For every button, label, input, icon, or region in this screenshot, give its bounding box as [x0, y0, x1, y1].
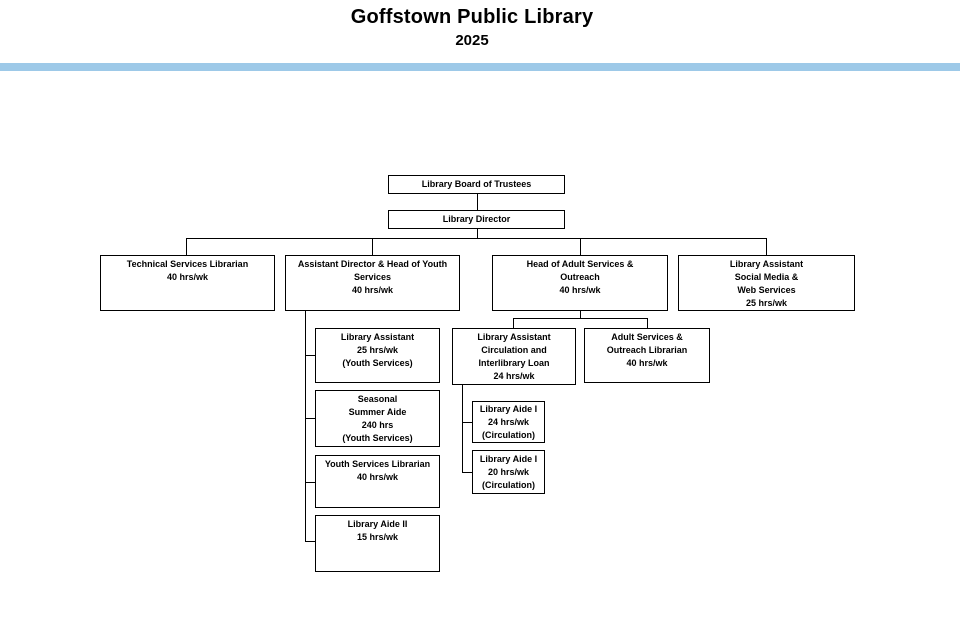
org-box-library-director: Library Director	[388, 210, 565, 229]
connector-line	[186, 238, 187, 255]
org-box-hours: 240 hrs	[361, 420, 394, 430]
connector-line	[305, 418, 315, 419]
org-box-library-aide-i-20: Library Aide I 20 hrs/wk (Circulation)	[472, 450, 545, 494]
connector-line	[477, 193, 478, 210]
org-box-label: Library Director	[442, 214, 511, 224]
org-box-label: (Circulation)	[482, 480, 535, 490]
org-box-seasonal-summer-aide: Seasonal Summer Aide 240 hrs (Youth Serv…	[315, 390, 440, 447]
org-box-library-assistant-youth-services: Library Assistant 25 hrs/wk (Youth Servi…	[315, 328, 440, 383]
org-box-technical-services-librarian: Technical Services Librarian 40 hrs/wk	[100, 255, 275, 311]
org-box-label: Library Assistant	[340, 332, 415, 342]
org-box-label: Outreach	[560, 272, 600, 282]
org-box-label: Library Assistant	[729, 259, 804, 269]
org-box-label: (Youth Services)	[342, 358, 413, 368]
org-box-label: Library Aide I	[479, 454, 538, 464]
org-box-label: Assistant Director & Head of Youth	[297, 259, 448, 269]
connector-line	[477, 228, 478, 238]
connector-line	[462, 472, 472, 473]
org-box-hours: 40 hrs/wk	[626, 358, 668, 368]
org-box-youth-services-librarian: Youth Services Librarian 40 hrs/wk	[315, 455, 440, 508]
org-box-hours: 40 hrs/wk	[166, 272, 209, 282]
org-box-hours: 40 hrs/wk	[351, 285, 394, 295]
connector-line	[513, 318, 647, 319]
org-box-library-assistant-circulation-interlibrary-loan: Library Assistant Circulation and Interl…	[452, 328, 576, 385]
org-box-library-board-of-trustees: Library Board of Trustees	[388, 175, 565, 194]
org-box-hours: 15 hrs/wk	[356, 532, 399, 542]
connector-line	[186, 238, 766, 239]
org-box-label: Summer Aide	[348, 407, 407, 417]
connector-line	[305, 482, 315, 483]
org-box-label: Library Board of Trustees	[421, 179, 532, 189]
org-box-label: (Youth Services)	[342, 433, 413, 443]
org-box-hours: 25 hrs/wk	[356, 345, 399, 355]
org-box-label: Library Assistant	[477, 332, 551, 342]
org-box-hours: 20 hrs/wk	[487, 467, 530, 477]
connector-line	[462, 385, 463, 473]
org-box-adult-services-outreach-librarian: Adult Services & Outreach Librarian 40 h…	[584, 328, 710, 383]
org-box-label: Interlibrary Loan	[478, 358, 550, 368]
connector-line	[647, 318, 648, 328]
connector-line	[766, 238, 767, 255]
org-box-label: Library Aide I	[479, 404, 538, 414]
org-box-hours: 24 hrs/wk	[487, 417, 530, 427]
connector-line	[305, 355, 315, 356]
connector-line	[305, 311, 306, 542]
connector-line	[580, 238, 581, 255]
divider-bar	[0, 63, 960, 71]
org-box-library-aide-i-24: Library Aide I 24 hrs/wk (Circulation)	[472, 401, 545, 443]
connector-line	[372, 238, 373, 255]
connector-line	[580, 311, 581, 318]
org-box-label: Adult Services &	[611, 332, 683, 342]
org-box-hours: 40 hrs/wk	[559, 285, 601, 295]
org-box-label: (Circulation)	[482, 430, 535, 440]
org-box-label: Youth Services Librarian	[324, 459, 431, 469]
org-box-label: Web Services	[737, 285, 796, 295]
org-box-label: Head of Adult Services &	[526, 259, 634, 269]
org-box-hours: 40 hrs/wk	[356, 472, 399, 482]
org-box-label: Circulation and	[481, 345, 547, 355]
org-box-assistant-director-head-of-youth-services: Assistant Director & Head of Youth Servi…	[285, 255, 460, 311]
org-box-label: Outreach Librarian	[606, 345, 688, 355]
org-box-label: Seasonal	[357, 394, 398, 404]
org-box-hours: 24 hrs/wk	[493, 371, 535, 381]
org-box-library-assistant-social-media-web-services: Library Assistant Social Media & Web Ser…	[678, 255, 855, 311]
org-box-hours: 25 hrs/wk	[745, 298, 788, 308]
org-box-label: Technical Services Librarian	[126, 259, 249, 269]
org-box-label: Social Media &	[734, 272, 799, 282]
org-box-library-aide-ii: Library Aide II 15 hrs/wk	[315, 515, 440, 572]
connector-line	[513, 318, 514, 328]
org-box-label: Library Aide II	[347, 519, 408, 529]
page-subtitle-year: 2025	[455, 32, 489, 49]
org-box-head-of-adult-services-outreach: Head of Adult Services & Outreach 40 hrs…	[492, 255, 668, 311]
connector-line	[305, 541, 315, 542]
connector-line	[462, 422, 472, 423]
org-box-label: Services	[353, 272, 392, 282]
page-title: Goffstown Public Library	[350, 6, 594, 28]
